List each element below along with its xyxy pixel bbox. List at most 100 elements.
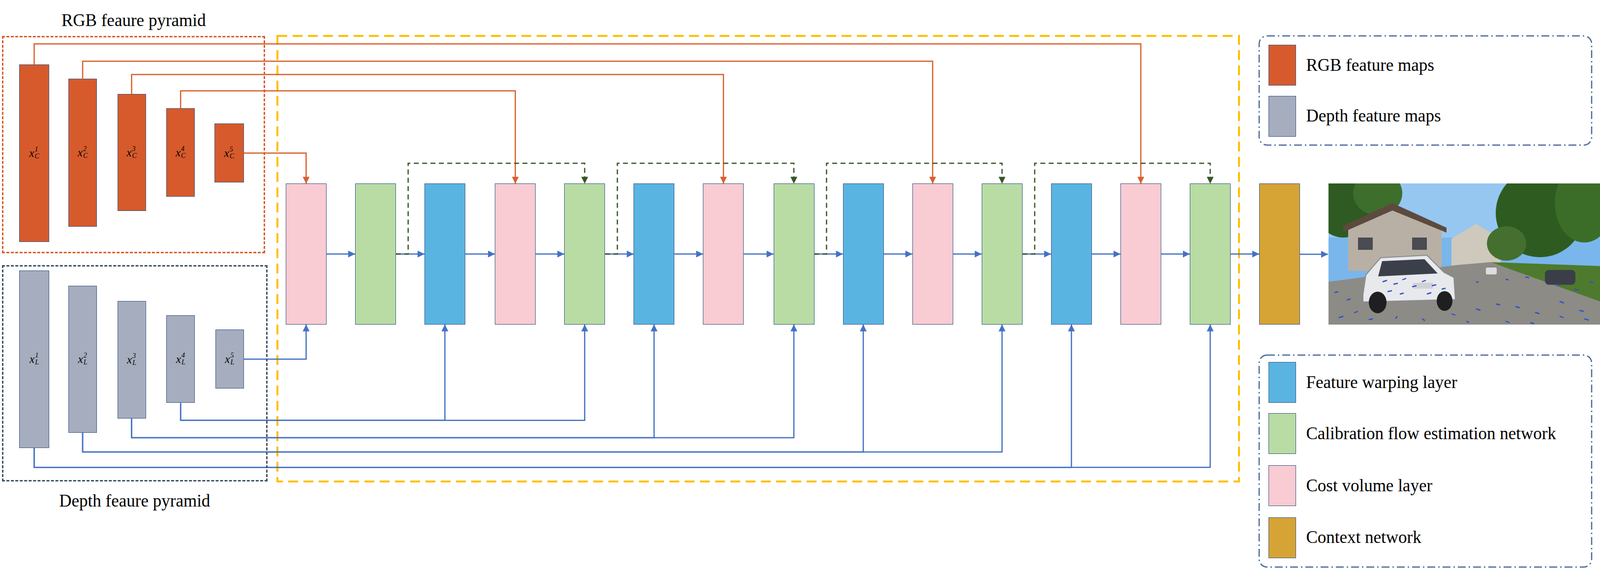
legend-swatch [1268,95,1297,137]
calibration-flow-network [773,183,815,325]
index-stack: 5C [229,146,235,160]
legend-label: Calibration flow estimation network [1305,423,1556,444]
calibration-flow-network [981,183,1023,325]
feature-label: x5C [223,146,235,160]
subscript: C [34,152,39,160]
index-stack: 4C [181,145,186,160]
subscript: C [83,152,88,160]
feature-label: x2L [78,352,88,366]
legend-item: Calibration flow estimation network [1268,413,1557,454]
depth-feature-map: x1L [19,270,49,449]
data-arrow [953,253,982,255]
legend-item: RGB feature maps [1268,44,1435,86]
data-arrow [131,74,724,184]
feature-warping-layer [843,183,884,325]
context-network [1259,183,1300,325]
legend-label: Context network [1305,527,1421,548]
legend-swatch [1268,413,1297,454]
symbol: x [77,147,83,159]
depth-feature-map: x4L [166,315,195,403]
calibration-flow-network [564,183,605,325]
rgb-feature-map: x3C [117,93,147,212]
subscript: L [230,359,235,366]
symbol: x [223,147,229,159]
legend-item: Depth feature maps [1268,95,1442,137]
data-arrow [82,324,864,453]
output-arrow [1299,253,1329,256]
superscript: 4 [181,352,186,360]
superscript: 2 [83,145,88,153]
cost-volume-layer [494,183,536,325]
index-stack: 1C [34,146,39,160]
subscript: L [181,359,186,366]
data-arrow [131,324,655,438]
feature-label: x4L [176,352,186,366]
rgb-feature-map: x4C [166,108,195,197]
superscript: 5 [230,352,235,360]
feature-label: x1C [29,146,40,160]
legend-item: Context network [1268,517,1422,559]
legend-label: RGB feature maps [1305,55,1434,76]
legend-swatch [1268,44,1297,86]
pyramid-group: RGB feaure pyramidx1Cx2Cx3Cx4Cx5C [1,35,266,254]
legend-label: Cost volume layer [1305,476,1433,496]
index-stack: 3L [132,352,137,367]
depth-feature-map: x2L [68,285,97,433]
data-arrow [1161,253,1190,255]
feature-warping-layer [633,183,675,325]
data-arrow [674,253,703,255]
legend-swatch [1268,465,1297,507]
data-arrow [326,253,356,255]
superscript: 3 [132,352,137,360]
data-arrow [535,253,565,255]
data-arrow [743,253,774,255]
calibration-flow-network [355,183,396,325]
subscript: L [132,359,137,367]
data-arrow [131,324,794,438]
index-stack: 4L [181,352,186,366]
legend-swatch [1268,362,1297,403]
group-heading: Depth feaure pyramid [59,491,211,512]
index-stack: 3C [132,145,137,160]
index-stack: 2C [83,145,88,160]
feature-label: x3L [126,352,137,367]
pyramid-group: Depth feaure pyramidx1Lx2Lx3Lx4Lx5L [1,265,268,482]
subscript: C [181,152,186,160]
symbol: x [126,147,132,159]
data-arrow [33,324,1210,468]
data-arrow [883,253,913,255]
superscript: 1 [34,352,39,360]
legend-item: Feature warping layer [1268,362,1458,403]
legend-label: Depth feature maps [1305,106,1441,126]
data-arrow [82,324,1002,453]
data-arrow [465,253,495,255]
superscript: 1 [34,146,39,153]
calibration-flow-network [1189,183,1231,325]
cost-volume-layer [1120,183,1162,325]
rgb-feature-map: x1C [19,64,49,242]
data-arrow [1091,253,1121,255]
data-arrow [243,324,307,360]
superscript: 2 [83,352,88,360]
symbol: x [176,353,182,365]
cost-volume-layer [702,183,744,325]
data-arrow [180,324,445,421]
subscript: C [132,152,137,160]
subscript: C [229,152,235,160]
cost-volume-layer [912,183,954,325]
superscript: 4 [181,145,186,153]
symbol: x [175,147,181,159]
symbol: x [29,353,35,365]
legend-item: Cost volume layer [1268,465,1433,507]
feature-label: x5L [224,352,235,366]
data-arrow [1230,253,1260,255]
subscript: L [34,359,39,366]
index-stack: 1L [34,352,39,366]
legend-swatch [1268,517,1297,559]
data-arrow [82,60,933,184]
subscript: L [83,359,88,366]
group-heading: RGB feaure pyramid [61,11,207,31]
depth-feature-map: x5L [215,329,244,389]
data-arrow [180,90,516,184]
